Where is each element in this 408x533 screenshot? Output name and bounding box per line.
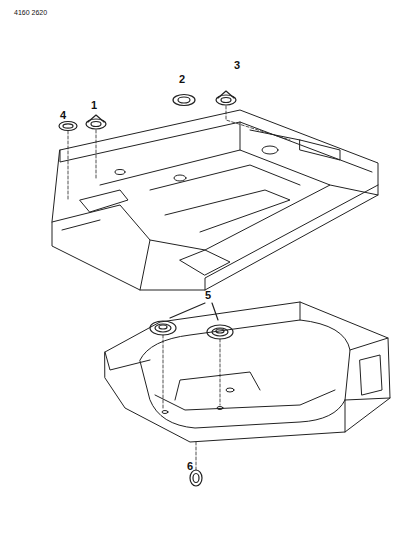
leader-lines xyxy=(68,106,290,470)
callout-number: 1 xyxy=(91,100,97,111)
trunk-plugs xyxy=(150,303,233,486)
drawing-number: 4160 2620 xyxy=(14,9,47,16)
callout-number: 3 xyxy=(234,60,240,71)
callout-number: 6 xyxy=(187,461,193,472)
callout-number: 5 xyxy=(205,290,211,301)
floor-pan xyxy=(52,110,378,290)
callout-number: 2 xyxy=(179,74,185,85)
floor-plugs xyxy=(59,91,236,131)
trunk-pan xyxy=(105,302,390,442)
callout-number: 4 xyxy=(60,110,66,121)
